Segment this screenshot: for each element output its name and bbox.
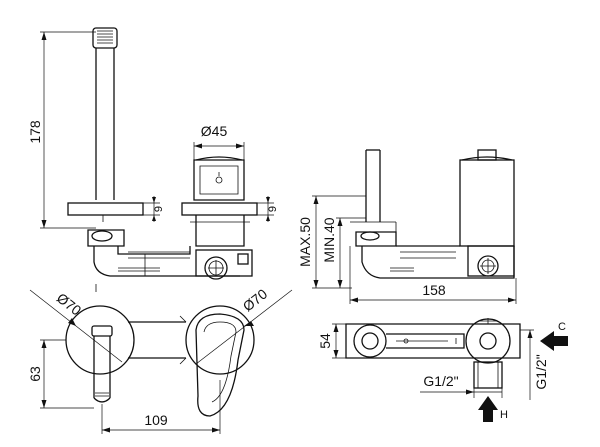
dim-spout-diameter: Ø45 (201, 123, 228, 139)
dim-height-63: 63 (27, 366, 43, 382)
spout-side-view: 178 9 (27, 27, 253, 292)
hot-label: H (500, 409, 508, 421)
dim-offset-9-left: 9 (153, 206, 165, 212)
dim-spout-height: 178 (27, 120, 43, 144)
dim-rosette-left: Ø70 (54, 290, 85, 319)
dim-width-158: 158 (422, 282, 446, 298)
embedded-body-view: 54 G1/2" G1/2" C H (317, 318, 568, 422)
dim-max-depth: MAX.50 (297, 217, 313, 267)
hot-inlet-arrow-icon (478, 396, 498, 422)
dim-length-109: 109 (144, 412, 168, 428)
mixer-side-view: MAX.50 MIN.40 158 (297, 149, 517, 304)
dim-thread-horizontal: G1/2" (423, 373, 458, 389)
dim-height-54: 54 (317, 333, 333, 349)
mixer-front-view: Ø45 9 (181, 123, 279, 247)
cold-label: C (558, 321, 566, 333)
dim-thread-vertical: G1/2" (533, 354, 549, 389)
dim-min-depth: MIN.40 (321, 217, 337, 262)
dim-offset-9-right: 9 (267, 206, 279, 212)
cold-inlet-arrow-icon (540, 331, 568, 351)
mixer-top-view: Ø70 Ø70 63 109 (27, 285, 293, 434)
